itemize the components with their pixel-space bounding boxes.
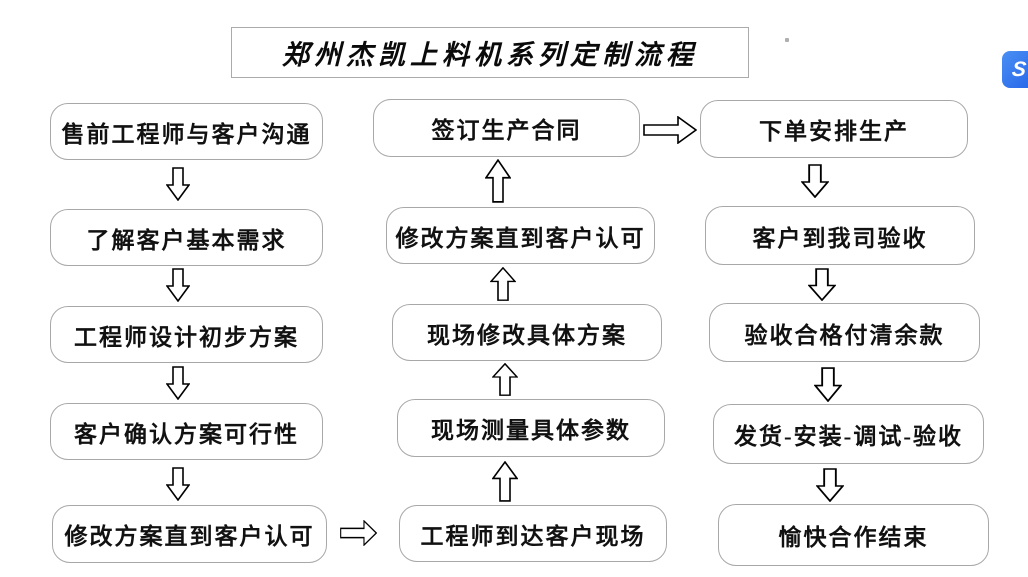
floating-app-icon[interactable]: S	[1002, 51, 1028, 88]
arrow-up-icon	[490, 267, 516, 301]
node-revise-plan-until-approved: 修改方案直到客户认可	[52, 505, 327, 563]
node-label: 发货-安装-调试-验收	[734, 424, 963, 449]
arrow-down-icon	[166, 366, 190, 400]
node-label: 工程师到达客户现场	[420, 523, 646, 549]
node-label: 下单安排生产	[759, 119, 909, 144]
node-label: 验收合格付清余款	[744, 322, 945, 348]
node-label: 售前工程师与客户沟通	[61, 121, 312, 147]
arrow-right-icon	[643, 116, 697, 144]
node-sign-production-contract: 签订生产合同	[373, 99, 640, 157]
node-label: 客户到我司验收	[752, 225, 928, 251]
speck-artifact	[785, 38, 789, 42]
arrow-up-icon	[492, 461, 518, 502]
node-presales-communication: 售前工程师与客户沟通	[50, 103, 323, 160]
arrow-down-icon	[816, 468, 844, 502]
arrow-down-icon	[814, 367, 842, 402]
node-label: 现场测量具体参数	[431, 418, 631, 443]
node-place-order-production: 下单安排生产	[700, 100, 968, 158]
node-customer-acceptance-at-company: 客户到我司验收	[705, 206, 975, 265]
arrow-down-icon	[166, 167, 190, 201]
arrow-up-icon	[485, 159, 511, 203]
node-label: 工程师设计初步方案	[74, 324, 299, 350]
node-label: 客户确认方案可行性	[74, 421, 299, 447]
arrow-down-icon	[166, 268, 190, 302]
node-onsite-revise-plan: 现场修改具体方案	[392, 304, 662, 361]
node-ship-install-debug-accept: 发货-安装-调试-验收	[713, 404, 984, 464]
arrow-down-icon	[808, 268, 836, 301]
node-understand-basic-needs: 了解客户基本需求	[50, 209, 323, 266]
arrow-down-icon	[166, 467, 190, 501]
page-title: 郑州杰凯上料机系列定制流程	[282, 40, 698, 70]
title-box: 郑州杰凯上料机系列定制流程	[231, 27, 749, 78]
app-icon-glyph: S	[1010, 58, 1028, 81]
node-label: 现场修改具体方案	[427, 322, 627, 348]
arrow-right-icon	[340, 520, 377, 546]
node-label: 修改方案直到客户认可	[395, 225, 646, 251]
node-engineer-arrive-site: 工程师到达客户现场	[399, 505, 667, 562]
node-pay-balance-after-acceptance: 验收合格付清余款	[709, 303, 980, 362]
node-customer-confirm-feasibility: 客户确认方案可行性	[50, 403, 323, 460]
node-onsite-measure-parameters: 现场测量具体参数	[397, 399, 665, 457]
arrow-up-icon	[492, 363, 518, 396]
node-engineer-initial-design: 工程师设计初步方案	[50, 306, 323, 363]
node-label: 了解客户基本需求	[86, 227, 287, 253]
node-happy-cooperation-end: 愉快合作结束	[718, 504, 989, 566]
node-label: 修改方案直到客户认可	[64, 524, 315, 549]
arrow-down-icon	[801, 164, 829, 198]
node-revise-plan-until-approved-onsite: 修改方案直到客户认可	[386, 207, 655, 264]
node-label: 愉快合作结束	[778, 525, 929, 550]
node-label: 签订生产合同	[431, 118, 582, 143]
